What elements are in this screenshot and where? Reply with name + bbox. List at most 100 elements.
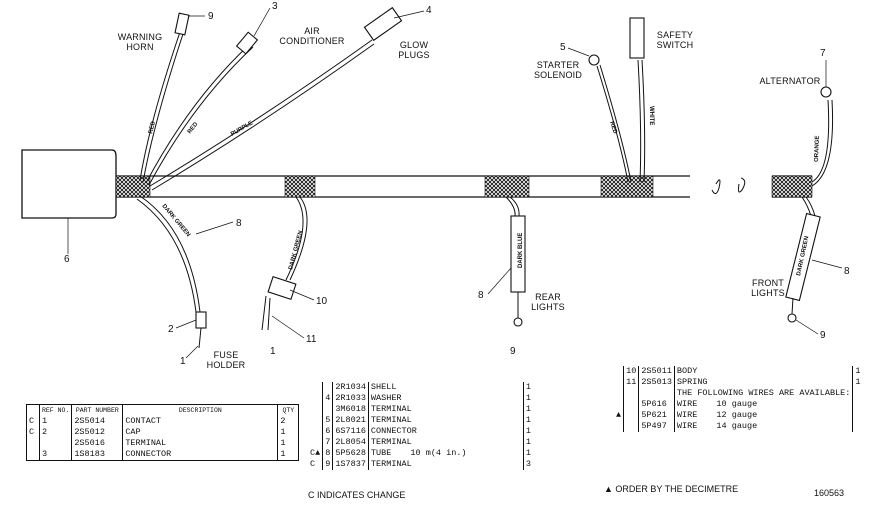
horn-wire <box>139 31 181 181</box>
rear-wire-2 <box>505 196 516 217</box>
right-ref <box>623 410 640 421</box>
mid-description-text: TERMINAL <box>370 459 412 469</box>
left-qty: 1 <box>280 427 286 437</box>
right-change-mark <box>614 399 625 410</box>
left-description: CONNECTOR <box>122 449 279 461</box>
mid-description-text: CONNECTOR <box>370 426 417 436</box>
right-change-mark <box>614 388 625 399</box>
mid-description-text: TERMINAL <box>370 415 412 425</box>
left-part-number: 1S8183 <box>71 449 124 461</box>
ref-9-front: 9 <box>820 330 826 341</box>
ref-5: 5 <box>560 42 566 53</box>
ref-6: 6 <box>64 254 70 265</box>
right-part-number <box>638 388 675 399</box>
ref-3: 3 <box>272 1 278 12</box>
right-change-mark <box>614 377 625 388</box>
right-ref: 11 <box>623 377 640 388</box>
mid-qty: 1 <box>525 404 532 414</box>
right-description: THE FOLLOWING WIRES ARE AVAILABLE: <box>674 388 854 399</box>
mid-qty: 1 <box>525 426 532 436</box>
alt-wire <box>811 99 830 183</box>
mid-description: TERMINAL <box>368 459 524 470</box>
mid-ref: 8 <box>322 448 334 459</box>
ref-9-horn: 9 <box>208 11 214 22</box>
right-part-number: 5P616 <box>638 399 675 410</box>
right-qty <box>853 410 863 421</box>
mid-qty: 1 <box>525 437 532 447</box>
col-ref: REF NO. <box>39 404 73 416</box>
mid-description: SHELL <box>368 382 524 393</box>
mid-change-mark <box>308 393 324 404</box>
dash-wire-2 <box>285 196 304 281</box>
mid-ref: 5 <box>322 415 334 426</box>
ref-7: 7 <box>820 48 826 59</box>
rear-wire <box>509 196 520 217</box>
mid-description: CONNECTOR <box>368 426 524 437</box>
mid-part-number: 2L8021 <box>332 415 369 426</box>
right-description: BODY <box>674 366 854 377</box>
mid-qty: 1 <box>525 415 532 425</box>
mid-change-mark <box>308 415 324 426</box>
mid-change-mark: C▲ <box>308 448 324 459</box>
left-description: CONTACT <box>122 416 279 427</box>
alternator-ring-terminal <box>820 86 832 98</box>
right-description: WIRE 14 gauge <box>674 421 854 432</box>
alternator-label: ALTERNATOR <box>759 76 820 86</box>
change-note: C INDICATES CHANGE <box>308 490 406 500</box>
wire-label-dark-green-fuse: DARK GREEN <box>160 203 191 238</box>
wire-label-red-horn: RED <box>148 120 157 134</box>
right-description-text: WIRE <box>676 421 698 431</box>
safety-switch-connector <box>629 17 645 59</box>
col-desc: DESCRIPTION <box>122 404 279 416</box>
left-description-text: CAP <box>125 427 141 437</box>
right-description-text: WIRE <box>676 410 698 420</box>
right-description: SPRING <box>674 377 854 388</box>
ref-10: 10 <box>316 296 328 307</box>
table-row: THE FOLLOWING WIRES ARE AVAILABLE: <box>614 388 862 399</box>
mid-part-number: 5P5628 <box>332 448 369 459</box>
mid-part-number: 6S7116 <box>332 426 369 437</box>
mid-description-text: TERMINAL <box>370 437 412 447</box>
mid-ref <box>322 382 334 393</box>
wire-label-red-ac: RED <box>187 121 200 135</box>
rear-terminal <box>513 317 523 327</box>
wire-label-dark-blue: DARK BLUE <box>518 233 524 268</box>
left-part-number: 2S5014 <box>71 416 124 427</box>
mid-change-mark <box>308 426 324 437</box>
right-description-text: THE FOLLOWING WIRES ARE AVAILABLE: <box>676 388 851 398</box>
main-connector-box <box>21 149 117 219</box>
ac-wire <box>145 43 251 184</box>
left-description: TERMINAL <box>122 438 279 449</box>
right-ref <box>623 388 640 399</box>
front-terminal <box>787 313 797 323</box>
ref-8-rear: 8 <box>478 290 484 301</box>
mid-change-mark <box>308 437 324 448</box>
left-ref: 1 <box>39 416 73 427</box>
mid-ref: 9 <box>322 459 334 470</box>
right-description-text: BODY <box>676 366 698 376</box>
right-ref <box>623 399 640 410</box>
fuse-wire-2 <box>136 198 197 313</box>
mid-description-text: TUBE <box>370 448 392 458</box>
wire-label-orange: ORANGE <box>814 136 821 163</box>
right-qty <box>853 388 863 399</box>
right-change-mark: ▲ <box>614 410 625 421</box>
wire-label-purple: PURPLE <box>230 120 254 137</box>
mid-description-text: WASHER <box>370 393 402 403</box>
mid-description: TERMINAL <box>368 404 524 415</box>
